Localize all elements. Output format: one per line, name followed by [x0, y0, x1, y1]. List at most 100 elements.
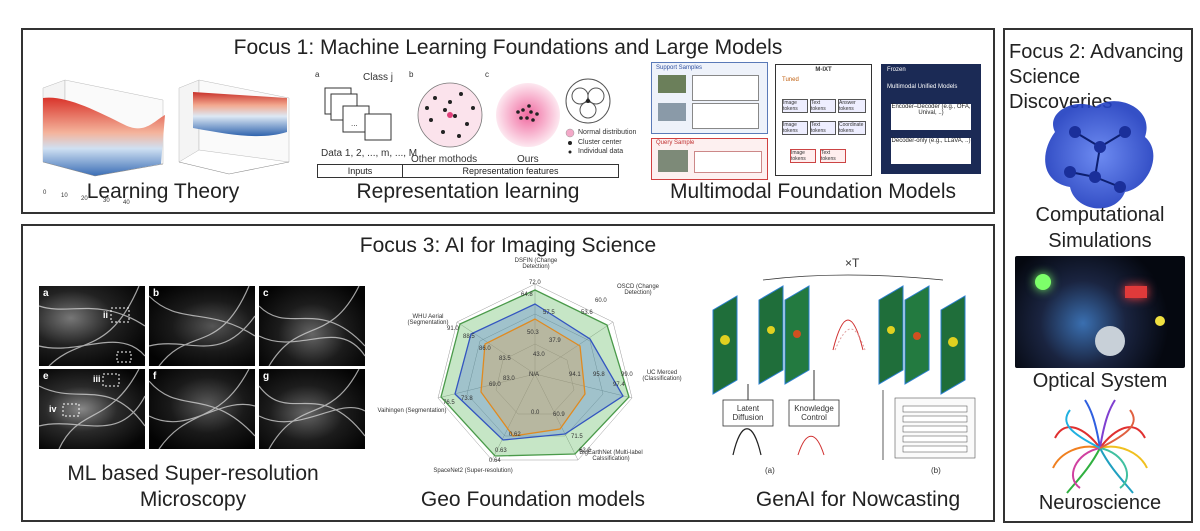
learning-theory-plot-2 [178, 79, 290, 175]
geo-axis-7: WHU Aerial (Segmentation) [407, 314, 449, 326]
focus2-item-3: Neuroscience [1038, 492, 1162, 514]
geo-val-21: 43.0 [533, 352, 545, 358]
lt-tick-1: 0 [43, 190, 47, 196]
lt-tick-5: 40 [123, 200, 130, 206]
svg-text:...: ... [351, 119, 358, 128]
learning-theory-caption: Learning Theory [86, 180, 240, 203]
nowcast-diagram [712, 274, 976, 460]
geo-val-27: 0.0 [531, 410, 540, 416]
nowcast-times: ×T [845, 256, 860, 270]
mm-support-label: Support Samples [656, 65, 703, 71]
micro-label-b: b [153, 288, 160, 299]
optical-system-image [1015, 256, 1185, 368]
micro-panel-c: c [259, 286, 365, 366]
nowcast-sub-b: (b) [931, 466, 941, 475]
mm-query-box: Query Sample [651, 138, 768, 180]
mm-unified-label: Multimodal Unified Models [887, 84, 958, 90]
geo-caption: Geo Foundation models [420, 488, 646, 511]
focus2-item-1: Computational Simulations [1035, 204, 1165, 252]
geo-radar-chart [437, 283, 633, 461]
geo-val-12: 73.8 [461, 396, 473, 402]
rep-legend-2: Cluster center [578, 139, 622, 146]
rep-mini-clusters [565, 78, 611, 124]
rep-data-label: Data 1, 2, ..., m, ..., M [321, 148, 418, 159]
focus3-panel: Focus 3: AI for Imaging Science a b c e … [21, 224, 995, 522]
geo-val-13: 91.0 [447, 326, 459, 332]
geo-axis-3: UC Merced (Classification) [642, 370, 682, 382]
mm-token-7: Image tokens [790, 149, 816, 163]
micro-panel-f: f [149, 369, 255, 449]
rep-ours-label: Ours [517, 154, 539, 165]
micro-label-c: c [263, 288, 269, 299]
rep-other-label: Other mothods [411, 154, 478, 165]
nowcast-latent: Latent Diffusion [732, 404, 764, 422]
rep-panel-a: a [315, 70, 320, 79]
neuroscience-image [1052, 399, 1148, 494]
representation-caption: Representation learning [356, 180, 580, 203]
geo-val-28: 83.0 [503, 376, 515, 382]
rep-legend-markers [565, 128, 575, 154]
mm-token-3: Answer tokens [838, 99, 866, 113]
geo-val-14: 88.5 [463, 334, 475, 340]
mm-deconly: Decoder-only (e.g., LLaVA, ..) [891, 138, 971, 164]
microscopy-caption-2: Microscopy [139, 488, 247, 511]
geo-val-6: 97.4 [613, 382, 625, 388]
micro-label-e: e [43, 371, 49, 382]
geo-val-18: 95.8 [593, 372, 605, 378]
rep-legend-1: Normal distribution [578, 129, 637, 136]
geo-axis-4: BigEarthNet (Multi-label Calssification) [579, 450, 643, 462]
micro-roi-iv: iv [49, 404, 57, 414]
micro-panel-a: a [39, 286, 145, 366]
nowcast-sub-a: (a) [765, 466, 775, 475]
rep-panel-b: b [409, 70, 414, 79]
geo-axis-1: DSFIN (Change Detection) [514, 258, 558, 270]
geo-val-5: 99.0 [621, 372, 633, 378]
rep-other-cluster [417, 82, 483, 148]
geo-val-3: 60.0 [595, 298, 607, 304]
geo-val-10: 0.63 [495, 448, 507, 454]
rep-class-label: Class j [363, 72, 394, 83]
focus3-title: Focus 3: AI for Imaging Science [359, 234, 657, 257]
mm-encdec: Encoder–Decoder (e.g., OFA, Unival, ..) [891, 104, 971, 130]
molecule-image [1045, 101, 1154, 209]
focus2-panel: Focus 2: Advancing Science Discoveries C… [1003, 28, 1193, 523]
mm-mixt-label: M-IXT [815, 67, 832, 73]
geo-val-2: 64.8 [521, 292, 533, 298]
mm-token-5: Text tokens [810, 121, 836, 135]
geo-val-24: 86.0 [479, 346, 491, 352]
focus1-title: Focus 1: Machine Learning Foundations an… [233, 36, 783, 59]
geo-val-9: 0.64 [489, 458, 501, 464]
geo-val-4: 53.6 [581, 310, 593, 316]
microscopy-caption-1: ML based Super-resolution [67, 462, 319, 485]
lt-tick-4: 30 [103, 198, 110, 204]
learning-theory-plot-1 [42, 79, 165, 177]
mm-token-8: Text tokens [820, 149, 846, 163]
mm-query-label: Query Sample [656, 140, 695, 146]
focus2-title: Focus 2: Advancing Science Discoveries [1009, 41, 1184, 113]
geo-val-8: 71.5 [571, 434, 583, 440]
geo-val-16: 50.3 [527, 330, 539, 336]
micro-roi-ii: ii [103, 310, 109, 320]
mm-frozen-box: Frozen Multimodal Unified Models Encoder… [881, 64, 981, 174]
mm-token-6: Coordinate tokens [838, 121, 866, 135]
lt-tick-3: 20 [81, 196, 88, 202]
geo-axis-6: Vaihingen (Segmentation) [377, 408, 447, 414]
geo-axis-2: OSCD (Change Detection) [616, 284, 660, 296]
focus2-item-2: Optical System [1032, 370, 1168, 392]
mm-frozen-label: Frozen [887, 67, 906, 73]
micro-panel-e: e [39, 369, 145, 449]
geo-val-1: 72.0 [529, 280, 541, 286]
micro-label-a: a [43, 288, 49, 299]
mm-token-4: Image tokens [782, 121, 808, 135]
geo-val-15: 57.5 [543, 310, 555, 316]
rep-inputs: Inputs [318, 165, 403, 177]
geo-val-23: 69.0 [489, 382, 501, 388]
mm-token-1: Image tokens [782, 99, 808, 113]
rep-table: Inputs Representation features [317, 164, 619, 178]
geo-val-17: 37.9 [549, 338, 561, 344]
geo-val-26: N/A [529, 372, 540, 378]
micro-label-g: g [263, 371, 270, 382]
geo-val-20: 60.9 [553, 412, 565, 418]
nowcast-knowledge: Knowledge Control [794, 404, 834, 422]
lt-tick-2: 10 [61, 193, 68, 199]
